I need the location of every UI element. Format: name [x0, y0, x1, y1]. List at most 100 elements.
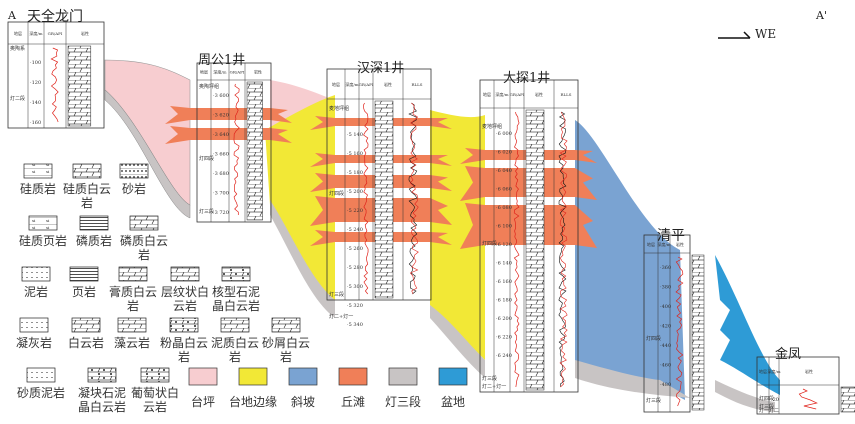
depth-tick-label: ·5 200 — [347, 189, 363, 195]
legend-swatch-argillaceous-dolomite — [221, 318, 249, 332]
depth-tick-label: ·420 — [660, 324, 671, 330]
depth-tick-label: ·5 280 — [347, 265, 363, 271]
lithology-column — [526, 110, 544, 390]
direction-arrow-icon — [718, 28, 758, 42]
lithology-column — [375, 101, 393, 298]
strata-unit-label: 奥陶坪组 — [199, 83, 219, 90]
gr-log-curve — [234, 84, 239, 215]
well-header-label: 深度/m — [495, 91, 508, 97]
depth-tick-label: ·3 680 — [213, 171, 229, 177]
strata-unit-label: 灯二+灯一 — [482, 383, 506, 390]
well-header-label: RLLS — [560, 92, 571, 97]
strata-unit-label: 灯四段 — [759, 395, 774, 402]
well-title-hanshen1: 汉深1井 — [357, 57, 404, 76]
legend-label-laminated-dolomite: 层纹状白云岩 — [157, 285, 213, 313]
depth-tick-label: ·6 020 — [496, 150, 512, 156]
well-header-label: GR/API — [48, 31, 63, 36]
well-title-qingping: 清平 — [657, 225, 685, 245]
strata-unit-label: 灯二+灯一 — [329, 313, 353, 320]
strata-unit-label: 灯四段 — [646, 335, 661, 342]
legend-swatch-sandstone — [120, 164, 148, 178]
legend-swatch-phosphatic-dolomite — [130, 216, 158, 230]
legend-label-argillaceous-dolomite: 泥质白云岩 — [207, 336, 263, 364]
well-header-label: 深度/m — [213, 69, 226, 75]
legend-label-gypsum-dolomite: 膏质白云岩 — [105, 285, 161, 313]
gr-log-curve — [799, 389, 817, 409]
well-title-jinfeng: 金凤 — [775, 343, 801, 362]
depth-tick-label: ·400 — [660, 304, 671, 310]
legend-swatch-dolomite — [72, 318, 100, 332]
strata-unit-label: 麦地坪组 — [482, 123, 502, 130]
depth-tick-label: ·5 220 — [347, 208, 363, 214]
well-header-label: 岩性 — [384, 81, 392, 87]
depth-tick-label: ·120 — [30, 80, 41, 86]
depth-tick-label: ·6 120 — [496, 242, 512, 248]
well-header-label: GR/API — [510, 92, 525, 97]
legend-facies-swatch-0 — [189, 368, 217, 385]
legend-label-tuff: 凝灰岩 — [6, 336, 62, 350]
gr-log-curve — [51, 48, 58, 122]
depth-tick-label: ·5 180 — [347, 170, 363, 176]
legend-label-phosphorite: 磷质岩 — [66, 234, 122, 248]
well-header-label: 地层 — [647, 241, 655, 247]
strata-unit-label: 灯四段 — [482, 240, 497, 247]
legend-swatch-thrombolite-dolomite — [88, 368, 116, 382]
strata-unit-label: 灯三段 — [329, 291, 344, 298]
legend-swatch-shale — [70, 267, 98, 281]
depth-tick-label: ·6 240 — [496, 353, 512, 359]
depth-tick-label: ·480 — [660, 382, 671, 388]
well-header-label: 地层 — [14, 30, 22, 36]
depth-tick-label: ·6 180 — [496, 298, 512, 304]
strata-unit-label: 灯四段 — [329, 190, 344, 197]
legend-label-shale: 页岩 — [56, 285, 112, 299]
strata-unit-label: 灯一灯二 — [759, 407, 779, 414]
legend-swatch-laminated-dolomite — [171, 267, 199, 281]
strata-unit-label: 灯三段 — [199, 208, 214, 215]
depth-tick-label: ·3 620 — [213, 113, 229, 119]
well-header-label: GR/API — [359, 82, 374, 87]
well-header-label: 岩性 — [535, 91, 543, 97]
depth-tick-label: ·380 — [660, 285, 671, 291]
facies-shoal-zg-2 — [190, 128, 292, 143]
depth-tick-label: ·360 — [660, 265, 671, 271]
depth-tick-label: ·6 220 — [496, 335, 512, 341]
profile-start-label: A — [8, 9, 16, 22]
depth-tick-label: ·460 — [660, 363, 671, 369]
legend-label-silt-dolomite: 粉晶白云岩 — [156, 336, 212, 364]
profile-end-label: A' — [816, 9, 827, 22]
well-header-label: 地层 — [759, 368, 767, 374]
well-header-label: 地层 — [483, 91, 491, 97]
legend-facies-swatch-2 — [289, 368, 317, 385]
legend-label-siliceous-shale: 硅质页岩 — [15, 234, 71, 248]
strata-unit-label: 灯四段 — [199, 155, 214, 162]
depth-tick-label: ·6 100 — [496, 224, 512, 230]
well-header-label: RLLS — [411, 82, 422, 87]
legend-swatch-phosphorite — [80, 216, 108, 230]
well-header-label: 岩性 — [81, 30, 89, 36]
depth-tick-label: ·6 200 — [496, 316, 512, 322]
depth-tick-label: ·6 080 — [496, 205, 512, 211]
strata-unit-label: 奥陶系 — [10, 45, 25, 52]
depth-tick-label: ·5 340 — [347, 322, 363, 328]
legend-swatch-siliceous-shale — [29, 216, 57, 230]
legend-swatch-sand-clast-dolomite — [272, 318, 300, 332]
legend-swatch-botryoidal-dolomite — [141, 368, 169, 382]
well-header-label: 地层 — [200, 69, 208, 75]
legend-label-oncolite-dolomite: 核型石泥晶白云岩 — [208, 285, 264, 313]
lithology-column — [841, 387, 855, 412]
depth-tick-label: ·440 — [660, 343, 671, 349]
legend-swatch-sandy-mudstone — [27, 368, 55, 382]
depth-tick-label: ·5 320 — [347, 303, 363, 309]
facies-shoal-zg-1 — [190, 108, 292, 123]
depth-tick-label: ·6 060 — [496, 187, 512, 193]
depth-tick-label: ·140 — [30, 100, 41, 106]
legend-facies-swatch-4 — [389, 368, 417, 385]
well-header-label: 岩性 — [805, 368, 813, 374]
legend-swatch-siliceous — [24, 164, 52, 178]
depth-tick-label: ·5 160 — [347, 151, 363, 157]
legend-swatch-oncolite-dolomite — [222, 267, 250, 281]
depth-tick-label: ·100 — [30, 60, 41, 66]
legend-facies-swatch-3 — [339, 368, 367, 385]
legend-swatch-siliceous-dolomite — [73, 164, 101, 178]
lithology-column — [68, 46, 91, 126]
